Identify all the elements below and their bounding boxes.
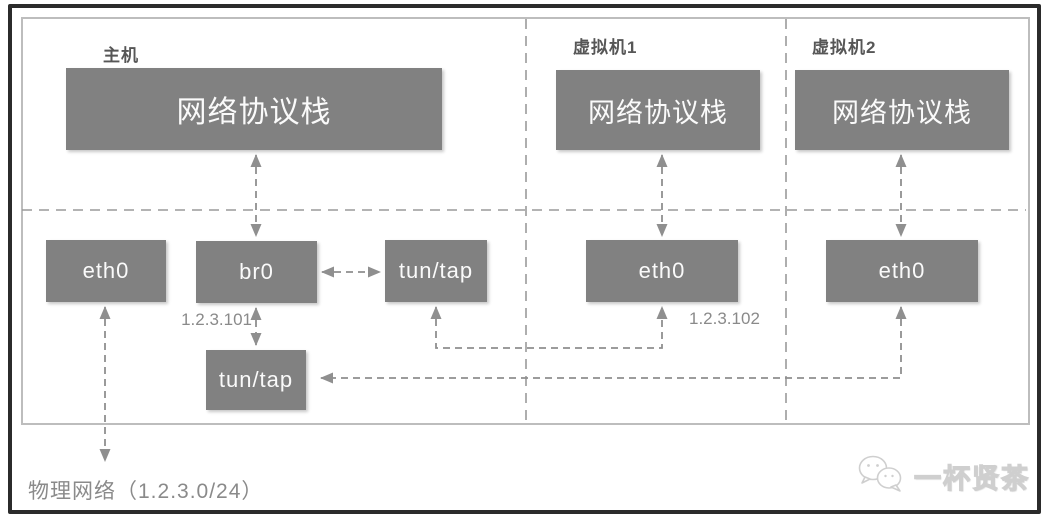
wechat-bubbles-icon	[858, 455, 902, 492]
watermark-text: 一杯贤茶	[913, 463, 1030, 494]
ip-label-br0: 1.2.3.101	[181, 310, 252, 329]
node-vm1-protocol-stack: 网络协议栈	[556, 70, 760, 150]
node-host-eth0: eth0	[46, 240, 166, 302]
section-label-vm2: 虚拟机2	[812, 38, 877, 57]
node-host-tuntap-lower: tun/tap	[206, 350, 306, 410]
section-label-host: 主机	[103, 46, 139, 65]
watermark: 一杯贤茶	[856, 452, 1030, 500]
node-vm2-eth0: eth0	[826, 240, 978, 302]
node-vm2-protocol-stack: 网络协议栈	[795, 70, 1009, 150]
section-label-vm1: 虚拟机1	[573, 38, 638, 57]
node-host-tuntap-upper: tun/tap	[385, 240, 487, 302]
node-vm1-eth0: eth0	[586, 240, 738, 302]
physical-network-label: 物理网络（1.2.3.0/24）	[28, 480, 264, 503]
ip-label-vm1-eth0: 1.2.3.102	[689, 309, 760, 328]
node-host-protocol-stack: 网络协议栈	[66, 68, 442, 150]
node-br0: br0	[196, 241, 317, 303]
